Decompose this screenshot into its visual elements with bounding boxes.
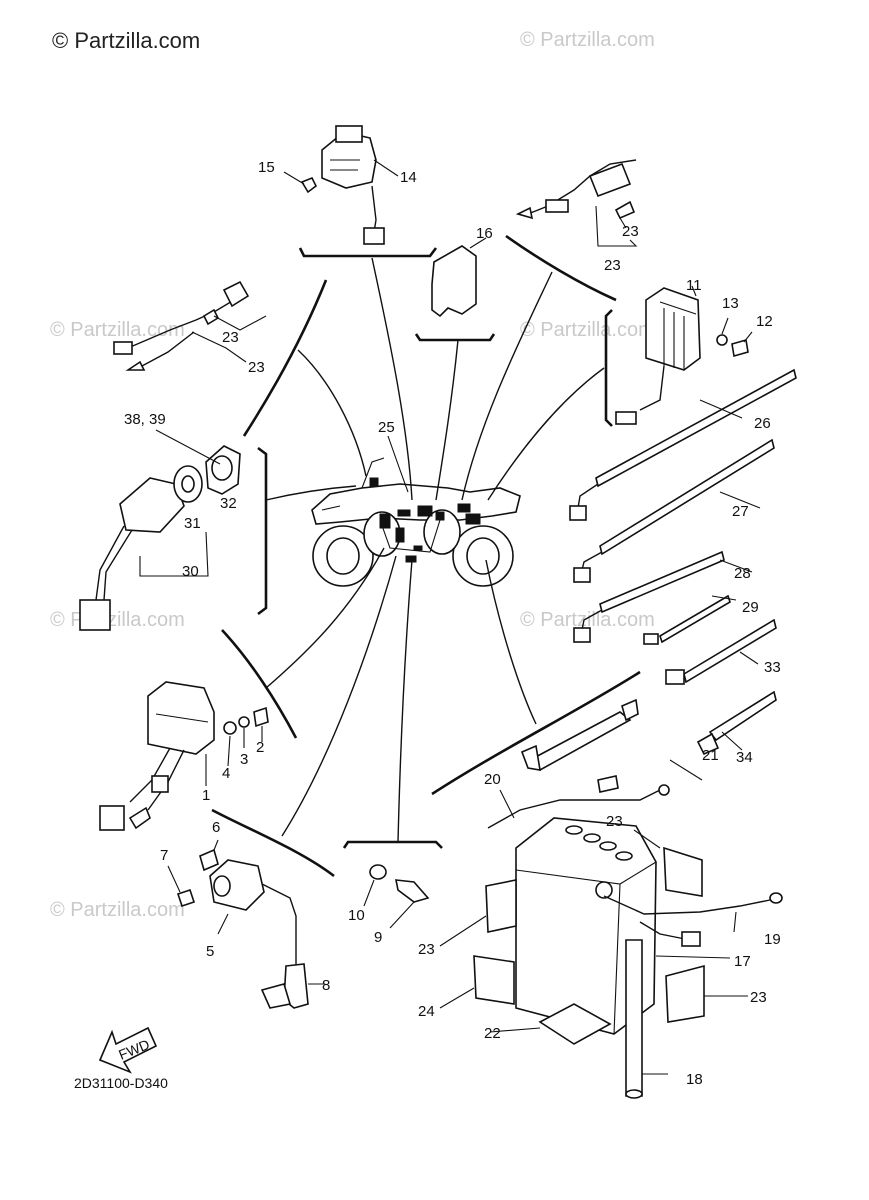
callout-21: 21 <box>702 747 719 764</box>
callout-34: 31 <box>184 515 201 532</box>
callout-3: 3 <box>240 751 248 768</box>
callout-36: 33 <box>764 659 781 676</box>
watermark: © Partzilla.com <box>50 899 185 921</box>
bracket-regulator <box>221 629 298 739</box>
callout-14: 14 <box>400 169 417 186</box>
bracket-battery <box>431 670 641 796</box>
lead-wires <box>113 280 267 371</box>
callout-22: 22 <box>484 1025 501 1042</box>
main-switch <box>79 429 241 631</box>
watermark: © Partzilla.com <box>50 609 185 631</box>
bracket-left-upper <box>242 279 328 437</box>
sensor-washer <box>363 864 430 929</box>
callout-8: 8 <box>322 977 330 994</box>
callout-37: 34 <box>736 749 753 766</box>
callout-32: 29 <box>742 599 759 616</box>
callout-30: 27 <box>732 503 749 520</box>
callout-23: 23 <box>418 941 435 958</box>
ignition-coil <box>167 839 324 1009</box>
callout-33: 30 <box>182 563 199 580</box>
callout-11: 11 <box>686 277 702 294</box>
callout-5: 5 <box>206 943 214 960</box>
bracket-sensor <box>342 840 443 849</box>
callout-35: 32 <box>220 495 237 512</box>
callout-7: 7 <box>160 847 168 864</box>
cdi-unit <box>615 285 753 425</box>
callout-6: 6 <box>212 819 220 836</box>
callout-38-39: 38, 39 <box>124 411 166 428</box>
atv-illustration <box>311 457 521 587</box>
callout-16: 16 <box>476 225 493 242</box>
callout-2: 2 <box>256 739 264 756</box>
bracket-top-right <box>505 234 617 302</box>
callout-15: 15 <box>258 159 275 176</box>
callout-19: 19 <box>764 931 781 948</box>
callout-28: 25 <box>378 419 395 436</box>
cable-ties <box>569 368 797 756</box>
callout-27: 23 <box>222 329 239 346</box>
callout-4: 4 <box>222 765 230 782</box>
rectifier-regulator <box>99 681 269 831</box>
bracket-main-switch <box>257 446 268 616</box>
callout-17: 17 <box>734 953 751 970</box>
callout-18: 18 <box>686 1071 703 1088</box>
callout-31: 28 <box>734 565 751 582</box>
drawing-number: 2D31100-D340 <box>74 1075 168 1091</box>
callout-29: 26 <box>754 415 771 432</box>
callout-23: 24 <box>418 1003 435 1020</box>
copyright-text: © Partzilla.com <box>52 28 200 53</box>
callout-9: 9 <box>374 929 382 946</box>
fuse-holder <box>515 159 638 247</box>
callout-10: 10 <box>348 907 365 924</box>
watermark: © Partzilla.com <box>520 319 655 341</box>
callout-13: 13 <box>722 295 739 312</box>
bracket-top-center <box>298 247 438 258</box>
callout-24: 23 <box>604 257 621 274</box>
fuse-cover <box>431 237 487 318</box>
bracket-cdi <box>604 309 613 427</box>
callout-23: 23 <box>750 989 767 1006</box>
leader-lines <box>265 257 605 843</box>
forward-arrow-icon: FWD <box>98 1026 158 1074</box>
bracket-fuse <box>414 333 496 342</box>
callout-26: 23 <box>248 359 265 376</box>
bracket-coil <box>211 808 335 878</box>
callout-25: 23 <box>622 223 639 240</box>
callout-20: 20 <box>484 771 501 788</box>
battery-group <box>439 698 783 1099</box>
watermark: © Partzilla.com <box>50 319 185 341</box>
direction-label: FWD <box>116 1036 152 1063</box>
callout-1: 1 <box>202 787 210 804</box>
callout-23: 23 <box>606 813 623 830</box>
watermark: © Partzilla.com <box>520 29 655 51</box>
callout-12: 12 <box>756 313 773 330</box>
watermark: © Partzilla.com <box>520 609 655 631</box>
starter-relay <box>283 125 399 245</box>
